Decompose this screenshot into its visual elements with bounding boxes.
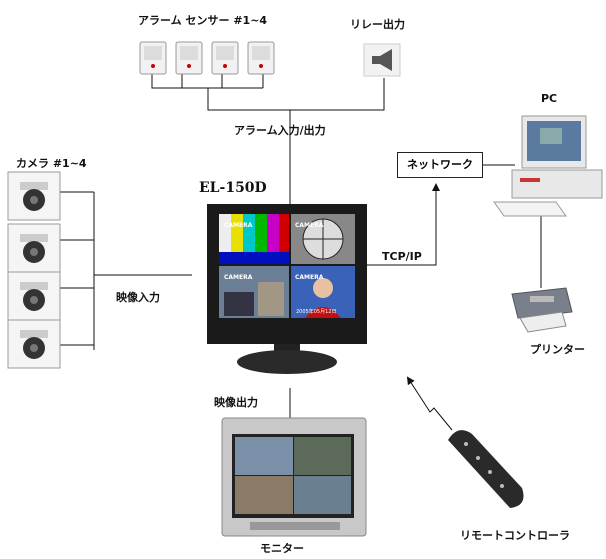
cameras-label: カメラ #1~4 — [16, 157, 87, 170]
printer-label: プリンター — [530, 343, 585, 356]
quad-person — [291, 266, 355, 318]
crt-monitor-icon — [221, 417, 367, 537]
network-box: ネットワーク — [397, 152, 483, 178]
remote-label: リモートコントローラ — [460, 529, 570, 542]
quad-test-pattern — [291, 214, 355, 264]
pc-label: PC — [541, 92, 558, 105]
remote-control-icon — [448, 430, 524, 508]
alarm-io-label: アラーム入力/出力 — [234, 124, 326, 137]
screen-cam-label-1: CAMERA — [224, 222, 253, 229]
el150d-lcd-monitor: CAMERA CAMERA CAMERA CAMERA 2005年05月12日 — [207, 204, 367, 374]
relay-speaker-icon — [363, 43, 401, 77]
camera-1 — [7, 171, 61, 221]
alarm-sensors-label: アラーム センサー #1~4 — [138, 14, 268, 27]
camera-2 — [7, 223, 61, 273]
connection-lines — [60, 74, 542, 431]
video-out-label: 映像出力 — [214, 396, 258, 409]
screen-date: 2005年05月12日 — [296, 308, 336, 315]
relay-output-label: リレー出力 — [350, 18, 405, 31]
camera-3 — [7, 271, 61, 321]
alarm-sensor-4 — [247, 41, 275, 75]
quad-office-scene — [219, 266, 289, 318]
screen-cam-label-3: CAMERA — [224, 274, 253, 281]
alarm-sensor-2 — [175, 41, 203, 75]
camera-4 — [7, 319, 61, 369]
monitor-label: モニター — [260, 542, 304, 555]
tcpip-label: TCP/IP — [382, 250, 422, 263]
pc-icon — [493, 115, 603, 217]
alarm-sensor-3 — [211, 41, 239, 75]
screen-cam-label-2: CAMERA — [295, 222, 324, 229]
device-model-label: EL-150D — [199, 180, 267, 196]
alarm-sensor-1 — [139, 41, 167, 75]
quad-color-bars — [219, 214, 289, 264]
video-in-label: 映像入力 — [116, 291, 160, 304]
printer-icon — [511, 287, 573, 333]
screen-cam-label-4: CAMERA — [295, 274, 324, 281]
